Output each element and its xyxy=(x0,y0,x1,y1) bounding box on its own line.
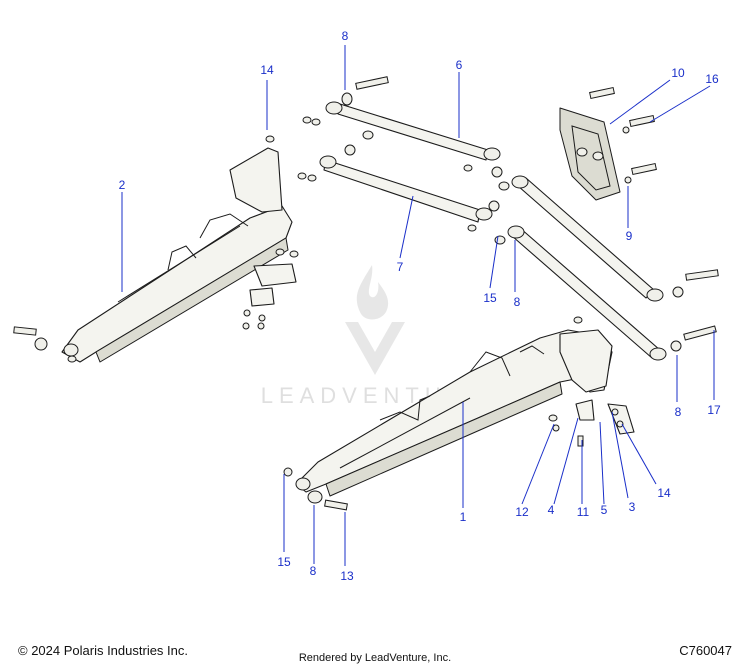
callout-5: 5 xyxy=(601,503,608,517)
leader-lines xyxy=(121,45,715,566)
diagram-code: C760047 xyxy=(679,643,732,658)
copyright-text: © 2024 Polaris Industries Inc. xyxy=(18,643,188,658)
callout-16: 16 xyxy=(705,72,719,86)
control-rods-rear xyxy=(494,175,719,361)
watermark-v-icon xyxy=(345,322,405,375)
callout-12: 12 xyxy=(515,505,529,519)
callout-13: 13 xyxy=(340,569,354,583)
callout-17: 17 xyxy=(707,403,721,417)
callout-14-top: 14 xyxy=(260,63,274,77)
callout-8-mid: 8 xyxy=(514,295,521,309)
callout-15-bottom: 15 xyxy=(277,555,291,569)
callout-6: 6 xyxy=(456,58,463,72)
callout-11: 11 xyxy=(577,505,590,519)
trailing-arm-right xyxy=(283,316,635,511)
callout-9: 9 xyxy=(626,229,633,243)
callout-3: 3 xyxy=(629,500,636,514)
callout-8-right: 8 xyxy=(675,405,682,419)
callout-7: 7 xyxy=(397,260,404,274)
callout-8-bottom: 8 xyxy=(310,564,317,578)
callout-4: 4 xyxy=(548,503,555,517)
trailing-arm-left xyxy=(13,135,299,363)
callout-8-top: 8 xyxy=(342,29,349,43)
callout-2: 2 xyxy=(119,178,126,192)
callout-1: 1 xyxy=(460,510,467,524)
callout-14-right: 14 xyxy=(657,486,671,500)
callout-15-mid: 15 xyxy=(483,291,497,305)
mounting-bracket xyxy=(559,86,657,201)
control-rod-lower xyxy=(297,144,500,232)
callout-10: 10 xyxy=(671,66,685,80)
watermark-flame-icon xyxy=(356,265,389,320)
callout-labels: 1 2 3 4 5 6 7 8 8 8 8 9 10 11 12 13 14 1… xyxy=(119,29,721,583)
rendered-by-text: Rendered by LeadVenture, Inc. xyxy=(298,652,452,664)
control-rod-upper xyxy=(302,76,503,178)
